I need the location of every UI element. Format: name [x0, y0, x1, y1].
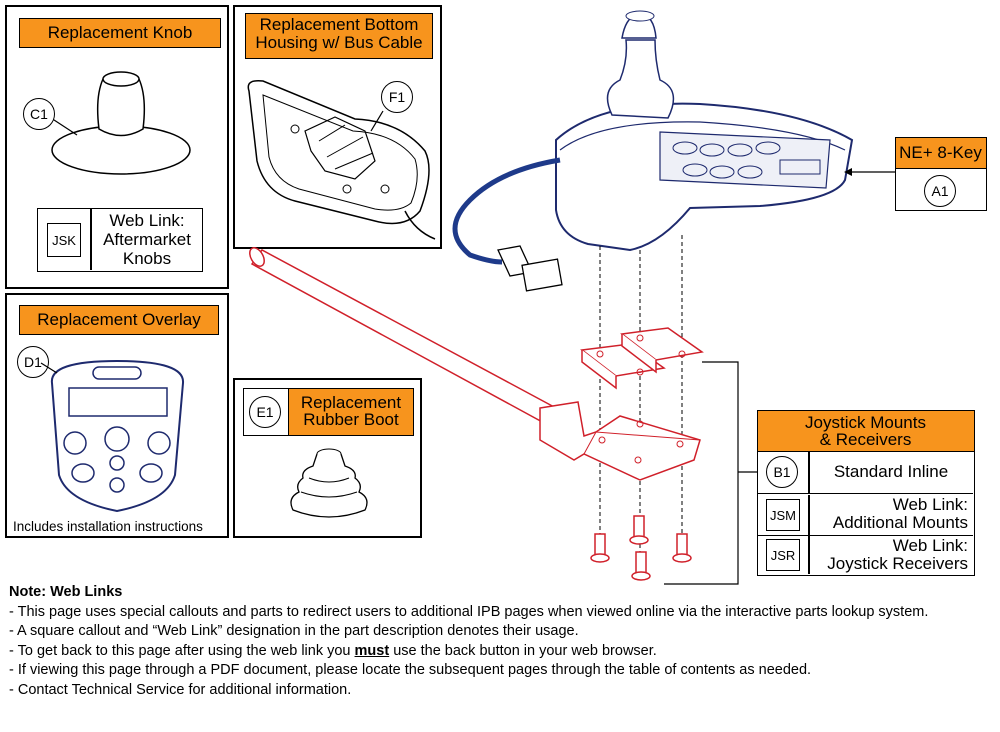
callout-b1[interactable]: B1 — [766, 456, 798, 488]
knob-title: Replacement Knob — [19, 18, 221, 48]
overlay-panel: Replacement Overlay D1 Includes installa… — [5, 293, 229, 538]
note-line: - A square callout and “Web Link” design… — [9, 623, 579, 639]
ne8key-title: NE+ 8-Key — [894, 136, 987, 169]
divider — [808, 495, 810, 535]
callout-e1[interactable]: E1 — [249, 396, 281, 428]
web-links-note: Note: Web Links - This page uses special… — [9, 583, 994, 700]
overlay-illustration — [40, 359, 185, 513]
knob-illustration — [50, 71, 191, 175]
mounts-row-desc: Web Link: Additional Mounts — [832, 495, 968, 532]
ne8key-label: NE+ 8-Key A1 — [894, 136, 987, 211]
knob-weblink-table[interactable]: JSK Web Link: Aftermarket Knobs — [37, 208, 203, 272]
joystick-assembly-illustration — [249, 10, 895, 585]
mounts-row-desc: Standard Inline — [833, 462, 949, 481]
note-line: - This page uses special callouts and pa… — [9, 603, 929, 620]
callout-d1[interactable]: D1 — [17, 346, 49, 378]
mounts-title: Joystick Mounts & Receivers — [756, 409, 975, 452]
housing-panel: Replacement Bottom Housing w/ Bus Cable … — [233, 5, 442, 249]
callout-jsk[interactable]: JSK — [47, 223, 81, 257]
note-line: - Contact Technical Service for addition… — [9, 681, 352, 698]
mounts-row-jsr[interactable]: JSR Web Link: Joystick Receivers — [758, 536, 973, 574]
housing-illustration — [247, 79, 436, 240]
callout-jsr[interactable]: JSR — [766, 539, 800, 571]
mounts-table: Joystick Mounts & Receivers B1 Standard … — [756, 409, 975, 576]
divider — [808, 451, 810, 493]
callout-c1[interactable]: C1 — [23, 98, 55, 130]
overlay-title: Replacement Overlay — [19, 305, 219, 335]
callout-f1[interactable]: F1 — [381, 81, 413, 113]
mounts-row-b1[interactable]: B1 Standard Inline — [758, 451, 973, 494]
callout-jsm[interactable]: JSM — [766, 499, 800, 531]
divider — [90, 209, 92, 270]
note-line: - To get back to this page after using t… — [9, 642, 657, 659]
overlay-caption: Includes installation instructions — [13, 519, 203, 534]
note-line: - If viewing this page through a PDF doc… — [9, 662, 812, 678]
callout-a1[interactable]: A1 — [924, 175, 956, 207]
knob-panel: Replacement Knob C1 JSK Web Link: Afterm… — [5, 5, 229, 289]
mounts-row-jsm[interactable]: JSM Web Link: Additional Mounts — [758, 495, 973, 536]
knob-weblink-desc: Web Link: Aftermarket Knobs — [103, 211, 191, 268]
housing-title: Replacement Bottom Housing w/ Bus Cable — [245, 13, 433, 59]
boot-illustration — [290, 448, 368, 518]
divider — [808, 536, 810, 574]
boot-header: E1 Replacement Rubber Boot — [243, 387, 414, 436]
boot-title: Replacement Rubber Boot — [288, 387, 414, 436]
note-heading: Note: Web Links — [9, 584, 123, 600]
mounts-row-desc: Web Link: Joystick Receivers — [827, 536, 968, 573]
boot-panel: E1 Replacement Rubber Boot — [233, 378, 422, 538]
